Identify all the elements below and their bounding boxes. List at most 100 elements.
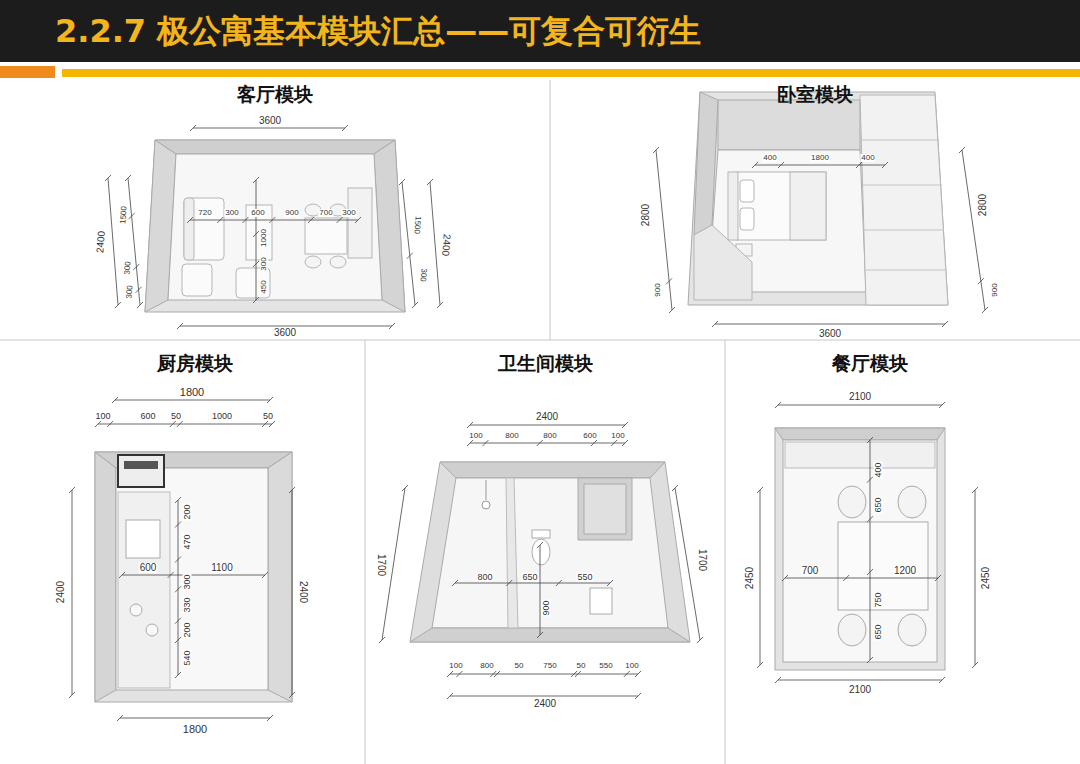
dimension-tick bbox=[217, 217, 223, 223]
dimension-tick bbox=[456, 671, 462, 677]
dimension-line bbox=[975, 490, 976, 665]
dimension-tick bbox=[175, 586, 181, 592]
dimension-line bbox=[755, 165, 885, 166]
dimension-value: 2400 bbox=[56, 580, 66, 604]
page-title: 2.2.7 极公寓基本模块汇总——可复合可衍生 bbox=[55, 0, 701, 62]
dimension-tick bbox=[187, 217, 193, 223]
dimension-tick bbox=[752, 162, 758, 168]
dimension-tick bbox=[867, 569, 873, 575]
dimension-tick bbox=[775, 402, 781, 408]
dimension-value: 750 bbox=[542, 662, 557, 670]
dimension-tick bbox=[175, 557, 181, 563]
dimension-tick bbox=[935, 575, 941, 581]
dimension-value: 800 bbox=[542, 432, 557, 440]
dimension-tick bbox=[289, 692, 295, 698]
dimension-line bbox=[256, 180, 257, 300]
dimension-lines bbox=[69, 125, 988, 721]
dimension-value: 50 bbox=[576, 662, 587, 670]
dimension-value: 1800 bbox=[179, 387, 205, 398]
module-heading: 餐厅模块 bbox=[832, 352, 908, 375]
dimension-tick bbox=[537, 542, 543, 548]
dimension-tick bbox=[289, 487, 295, 493]
dimension-tick bbox=[624, 671, 630, 677]
dimension-line bbox=[115, 400, 270, 401]
dimension-value: 650 bbox=[521, 573, 538, 582]
dimension-tick bbox=[95, 421, 101, 427]
dimension-tick bbox=[253, 231, 259, 237]
dimension-tick bbox=[119, 572, 125, 578]
dimension-line bbox=[108, 178, 118, 305]
dimension-line bbox=[715, 324, 945, 325]
dimension-tick bbox=[782, 575, 788, 581]
dimension-value: 700 bbox=[318, 209, 333, 217]
dimension-tick bbox=[69, 692, 75, 698]
dimension-line bbox=[470, 443, 625, 444]
dimension-value: 200 bbox=[183, 621, 192, 638]
dimension-tick bbox=[399, 179, 405, 185]
dimension-tick bbox=[867, 657, 873, 663]
dimension-value: 1700 bbox=[697, 548, 707, 572]
dimension-tick bbox=[117, 715, 123, 721]
panel-dividers bbox=[0, 80, 1080, 764]
dimension-line bbox=[778, 680, 942, 681]
dimension-tick bbox=[635, 671, 641, 677]
yellow-bar bbox=[62, 69, 1080, 77]
dimension-value: 1500 bbox=[119, 205, 128, 225]
dimension-tick bbox=[253, 177, 259, 183]
dimension-tick bbox=[177, 421, 183, 427]
dimension-tick bbox=[407, 253, 413, 259]
dimension-line bbox=[785, 578, 938, 579]
dining-room-model bbox=[775, 428, 945, 670]
dimension-tick bbox=[175, 522, 181, 528]
dimension-tick bbox=[269, 217, 275, 223]
dimension-value: 2400 bbox=[440, 233, 452, 258]
dimension-tick bbox=[483, 440, 489, 446]
module-panel: 餐厅模块 bbox=[725, 340, 1080, 764]
dimension-value: 1100 bbox=[210, 563, 234, 573]
dimension-value: 300 bbox=[125, 284, 134, 300]
dimension-value: 900 bbox=[542, 599, 551, 616]
dimension-tick bbox=[494, 671, 500, 677]
living-room-model bbox=[145, 140, 405, 312]
dimension-tick bbox=[447, 671, 453, 677]
dimension-tick bbox=[672, 485, 678, 491]
dimension-line bbox=[778, 405, 942, 406]
dimension-value: 2800 bbox=[978, 193, 988, 217]
dimension-value: 1500 bbox=[412, 215, 421, 235]
dimension-tick bbox=[447, 693, 453, 699]
dimension-value: 1800 bbox=[182, 724, 208, 735]
dimension-line bbox=[193, 128, 345, 129]
dimension-value: 800 bbox=[479, 662, 494, 670]
dimension-tick bbox=[622, 422, 628, 428]
dimension-tick bbox=[175, 497, 181, 503]
dimension-value: 3600 bbox=[258, 116, 282, 126]
dimension-tick bbox=[537, 632, 543, 638]
dimension-tick bbox=[591, 440, 597, 446]
dimension-value: 2400 bbox=[533, 699, 557, 709]
dimension-value: 3600 bbox=[273, 328, 297, 338]
dimension-tick bbox=[856, 162, 862, 168]
dimension-tick bbox=[537, 440, 543, 446]
dimension-tick bbox=[115, 302, 121, 308]
dimension-tick bbox=[129, 213, 135, 219]
dimension-tick bbox=[175, 618, 181, 624]
dimension-line bbox=[122, 575, 265, 576]
dimension-line bbox=[180, 326, 392, 327]
dimension-tick bbox=[467, 440, 473, 446]
dimension-tick bbox=[467, 422, 473, 428]
dimension-tick bbox=[379, 637, 385, 643]
dimension-tick bbox=[978, 278, 984, 284]
dimension-value: 300 bbox=[224, 209, 239, 217]
dimension-line bbox=[120, 718, 270, 719]
dimension-tick bbox=[342, 125, 348, 131]
dimension-value: 720 bbox=[197, 209, 212, 217]
dimension-tick bbox=[942, 321, 948, 327]
dimension-tick bbox=[412, 302, 418, 308]
dimension-tick bbox=[427, 179, 433, 185]
module-panel: 卧室模块 bbox=[550, 80, 1080, 340]
dimension-value: 100 bbox=[94, 412, 111, 421]
dimension-line bbox=[98, 424, 272, 425]
dimension-value: 600 bbox=[250, 209, 265, 217]
dimension-tick bbox=[882, 162, 888, 168]
